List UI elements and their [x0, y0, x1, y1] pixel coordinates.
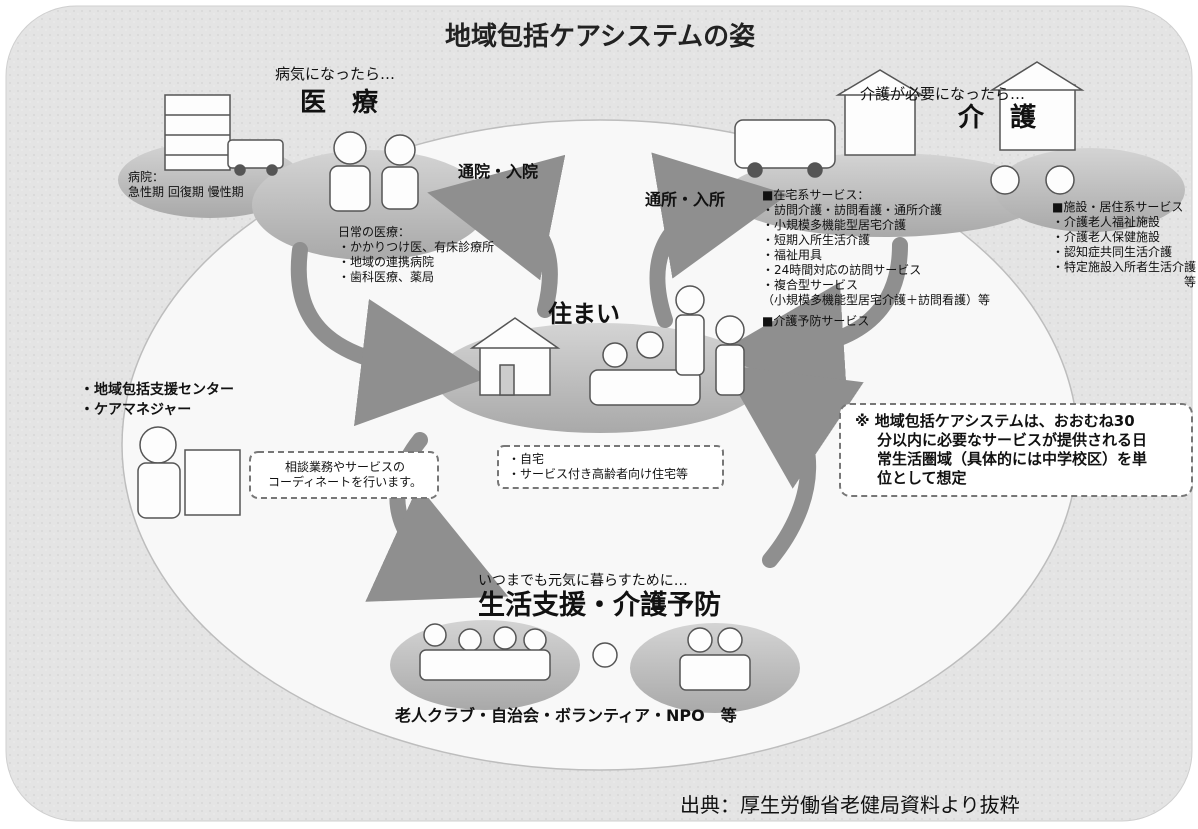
wheelchair-icon	[990, 165, 1075, 195]
daily-care-list: 日常の医療： ・かかりつけ医、有床診療所 ・地域の連携病院 ・歯科医療、薬局	[338, 225, 495, 284]
consultation-text: 相談業務やサービスの コーディネートを行います。	[268, 460, 422, 489]
housing-items: ・自宅 ・サービス付き高齢者向け住宅等	[508, 452, 689, 481]
note-callout	[839, 403, 1193, 497]
home-services-list: ■在宅系サービス： ・訪問介護・訪問看護・通所介護 ・小規模多機能型居宅介護 ・…	[762, 188, 991, 328]
house-icon	[469, 317, 561, 396]
living-support-intro: いつまでも元気に暮らすために…	[478, 573, 688, 589]
hospital-visit-label: 通院・入院	[458, 162, 539, 181]
care-intro: 介護が必要になったら…	[860, 85, 1026, 103]
doctors-icon	[329, 131, 419, 212]
hospital-building-icon	[164, 94, 231, 171]
diagram-title: 地域包括ケアシステムの姿	[445, 22, 756, 52]
housing-heading: 住まい	[548, 300, 620, 328]
care-van-icon	[734, 119, 836, 178]
care-facility-icon	[835, 61, 1085, 156]
living-support-heading: 生活支援・介護予防	[478, 590, 721, 621]
support-center-label: ・地域包括支援センター ・ケアマネジャー	[80, 382, 234, 418]
ambulance-icon	[227, 139, 284, 176]
medical-intro: 病気になったら…	[275, 65, 396, 83]
consultation-callout	[249, 451, 439, 499]
source-credit: 出典：厚生労働省老健局資料より抜粋	[680, 793, 1020, 817]
facility-bubble	[995, 148, 1185, 232]
facility-services-list: ■施設・居住系サービス ・介護老人福祉施設 ・介護老人保健施設 ・認知症共同生活…	[1052, 200, 1197, 289]
family-icon	[589, 285, 745, 406]
housing-callout	[497, 445, 724, 489]
note-text: ※ 地域包括ケアシステムは、おおむね30 分以内に必要なサービスが提供される日 …	[855, 412, 1148, 487]
care-heading: 介 護	[958, 103, 1037, 133]
groups-label: 老人クラブ・自治会・ボランティア・NPO 等	[395, 706, 737, 725]
medical-heading: 医 療	[300, 88, 379, 118]
hospital-label: 病院： 急性期 回復期 慢性期	[128, 170, 244, 199]
day-service-label: 通所・入所	[645, 190, 726, 209]
seniors-icon	[419, 623, 751, 691]
home-care-bubble	[725, 153, 1045, 237]
care-manager-icon	[137, 426, 241, 519]
